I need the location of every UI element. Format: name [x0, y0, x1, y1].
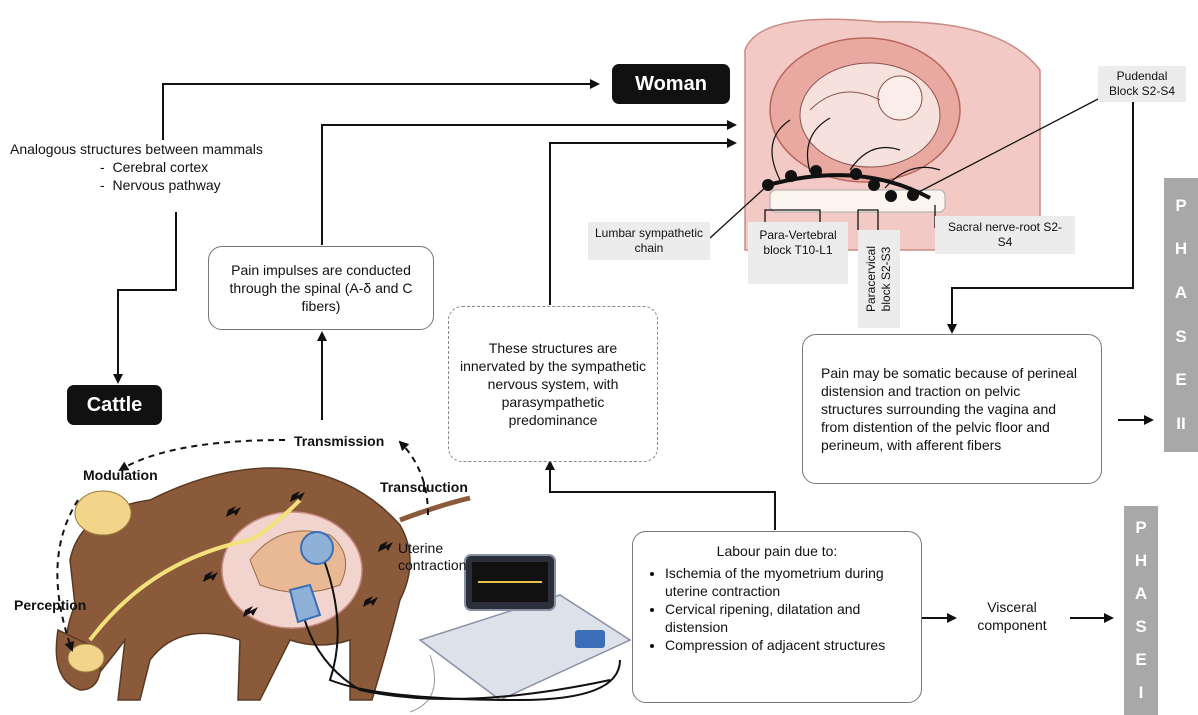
- modulation-label: Modulation: [83, 467, 158, 483]
- uterine-contraction-label: Uterine contraction: [398, 540, 467, 573]
- phase-1-letter: H: [1134, 551, 1148, 571]
- pain-bolt-marks: [203, 491, 393, 617]
- innervated-text: These structures are innervated by the s…: [460, 340, 646, 428]
- somatic-text: Pain may be somatic because of perineal …: [821, 365, 1078, 453]
- cow-illustration: [55, 467, 471, 701]
- transmission-label: Transmission: [294, 433, 385, 449]
- phase-2-letter: E: [1175, 370, 1187, 390]
- labour-list: Ischemia of the myometrium during uterin…: [647, 564, 907, 654]
- arrow-labour-to-innervated: [545, 460, 776, 530]
- pain-impulses-text: Pain impulses are conducted through the …: [229, 262, 413, 314]
- analogous-block: Analogous structures between mammals - C…: [10, 140, 330, 194]
- phase-1-letter: P: [1135, 518, 1147, 538]
- cattle-label: Cattle: [67, 385, 162, 425]
- labour-item-3: Compression of adjacent structures: [665, 636, 907, 654]
- paracervical-block-tag: Paracervical block S2-S3: [858, 230, 900, 328]
- arrow-pudendal-to-somatic: [947, 102, 1134, 334]
- phase-2-letter: P: [1175, 195, 1187, 215]
- process-dashed-arrows: [56, 439, 429, 652]
- perception-label: Perception: [14, 597, 87, 613]
- arrow-analogous-to-woman: [162, 79, 600, 140]
- pain-impulses-box: Pain impulses are conducted through the …: [208, 246, 434, 330]
- phase-1-letter: S: [1135, 616, 1147, 636]
- woman-label: Woman: [612, 64, 730, 104]
- labour-item-2: Cervical ripening, dilatation and disten…: [665, 600, 907, 636]
- analogous-item-2: - Nervous pathway: [100, 177, 221, 193]
- phase-2-letter: S: [1175, 326, 1187, 346]
- phase-1-letter: A: [1134, 584, 1148, 604]
- sacral-root-tag: Sacral nerve-root S2-S4: [935, 216, 1075, 254]
- transduction-label: Transduction: [380, 479, 468, 495]
- labour-item-1: Ischemia of the myometrium during uterin…: [665, 564, 907, 600]
- uterus-illustration: [744, 18, 1041, 251]
- analogous-item-1: - Cerebral cortex: [100, 159, 209, 175]
- paravertebral-block-tag: Para-Vertebral block T10-L1: [748, 222, 848, 284]
- probe-cables: [299, 544, 621, 702]
- innervated-box: These structures are innervated by the s…: [448, 306, 658, 462]
- lumbar-chain-tag: Lumbar sympathetic chain: [588, 222, 710, 260]
- phase-1-letter: I: [1138, 682, 1144, 702]
- phase-1-letter: E: [1135, 649, 1147, 669]
- visceral-text: Visceral component: [977, 599, 1047, 633]
- analogous-title: Analogous structures between mammals: [10, 141, 263, 157]
- phase-2-bar: P H A S E II: [1164, 178, 1198, 452]
- paracervical-block-text: Paracervical block S2-S3: [864, 245, 893, 313]
- phase-2-letter: A: [1174, 283, 1188, 303]
- phase-2-letter: II: [1176, 414, 1186, 434]
- somatic-box: Pain may be somatic because of perineal …: [802, 334, 1102, 484]
- phase-1-bar: P H A S E I: [1124, 506, 1158, 715]
- monitor-illustration: [409, 554, 632, 713]
- arrow-innervated-to-uterus: [549, 138, 737, 305]
- phase-2-letter: H: [1174, 239, 1188, 259]
- arrow-analogous-to-cattle: [113, 212, 177, 384]
- pudendal-block-tag: Pudendal Block S2-S4: [1098, 66, 1186, 102]
- labour-title: Labour pain due to:: [716, 543, 838, 559]
- arrow-impulses-to-uterus: [321, 120, 737, 245]
- labour-box: Labour pain due to: Ischemia of the myom…: [632, 531, 922, 703]
